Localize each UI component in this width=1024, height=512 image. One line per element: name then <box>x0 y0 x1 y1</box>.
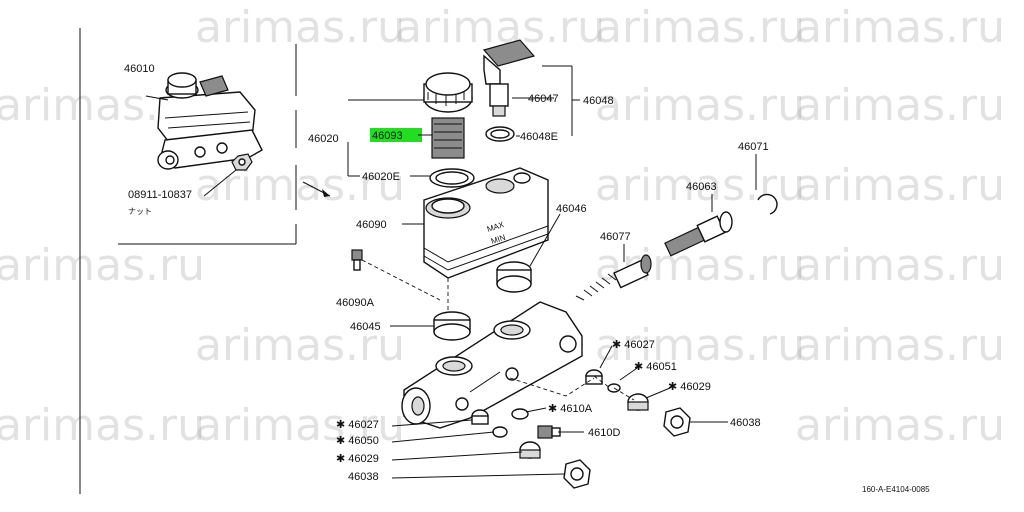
watermark: arimas.ru <box>195 320 405 371</box>
snap-ring-46071 <box>757 193 778 215</box>
label-46027-left: ✱ 46027 <box>336 419 379 431</box>
label-46093: 46093 <box>372 130 403 142</box>
label-46047: 46047 <box>528 93 559 105</box>
arrow-icon <box>322 189 330 197</box>
gasket-46050 <box>492 426 508 438</box>
inset-frame <box>79 28 331 494</box>
reservoir-cap <box>423 72 473 159</box>
label-46027-right: ✱ 46027 <box>612 339 655 351</box>
label-46029-left: ✱ 46029 <box>336 453 379 465</box>
plug-46029b <box>519 441 541 459</box>
watermark: arimas.ru <box>0 400 205 451</box>
reservoir-min-mark: MIN <box>490 233 507 246</box>
label-46038-right: 46038 <box>730 417 761 429</box>
label-46045: 46045 <box>350 321 381 333</box>
watermark: arimas.ru <box>595 320 805 371</box>
label-46048e: 46048E <box>520 131 558 143</box>
label-46051: ✱ 46051 <box>634 361 677 373</box>
reference-code: 160-A-E4104-0085 <box>862 485 930 494</box>
label-46048: 46048 <box>583 95 614 107</box>
label-46090: 46090 <box>356 219 387 231</box>
gasket-4610a <box>511 408 529 420</box>
label-4610d: 4610D <box>588 427 620 439</box>
nut-46038a <box>663 407 691 437</box>
label-46020e: 46020E <box>362 171 400 183</box>
label-46020: 46020 <box>308 133 339 145</box>
union-46027b <box>471 409 489 425</box>
inset-assembly-label: 46010 <box>124 63 155 75</box>
connector-46047 <box>482 39 536 117</box>
watermark: arimas.ru <box>595 2 805 53</box>
inset-assembly <box>145 72 263 197</box>
plug-46029a <box>627 393 649 411</box>
label-46029-right: ✱ 46029 <box>668 381 711 393</box>
label-46071: 46071 <box>738 141 769 153</box>
label-46038-left: 46038 <box>348 471 379 483</box>
watermark: arimas.ru <box>395 2 605 53</box>
watermark: arimas.ru <box>195 400 405 451</box>
watermark: arimas.ru <box>795 320 1005 371</box>
bleeder-4610d <box>537 425 561 439</box>
watermark: arimas.ru <box>795 160 1005 211</box>
nut-46038b <box>563 459 591 489</box>
label-46063: 46063 <box>686 181 717 193</box>
watermark: arimas.ru <box>795 2 1005 53</box>
label-46046: 46046 <box>556 203 587 215</box>
watermarks: arimas.ru arimas.ru arimas.ru arimas.ru … <box>0 2 1005 451</box>
label-4610a: ✱ 4610A <box>548 403 593 415</box>
label-46090a: 46090A <box>336 297 375 309</box>
bolt-46090a <box>351 249 363 271</box>
watermark: arimas.ru <box>795 400 1005 451</box>
watermark: arimas.ru <box>595 80 805 131</box>
reservoir-46090: MAX MIN <box>423 167 549 279</box>
label-46077: 46077 <box>600 231 631 243</box>
label-46050: ✱ 46050 <box>336 435 379 447</box>
watermark: arimas.ru <box>195 2 405 53</box>
inset-nut-sublabel: ナット <box>128 207 152 216</box>
watermark: arimas.ru <box>795 80 1005 131</box>
watermark: arimas.ru <box>195 160 405 211</box>
master-cylinder-body <box>401 301 583 429</box>
piston-46077 <box>575 254 652 301</box>
inset-nut-label: 08911-10837 <box>128 189 192 201</box>
piston-46063 <box>664 211 733 257</box>
highlight-46093 <box>370 128 422 142</box>
watermark: arimas.ru <box>0 240 205 291</box>
watermark: arimas.ru <box>795 240 1005 291</box>
